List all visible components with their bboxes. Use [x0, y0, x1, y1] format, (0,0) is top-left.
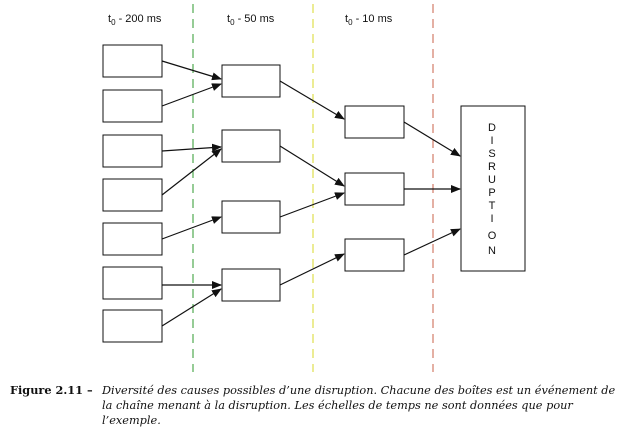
arrow-c3-3-to-disruption — [403, 228, 461, 256]
disruption-letter: T — [489, 200, 496, 212]
event-box-c1-5 — [102, 222, 163, 256]
event-box-c1-6 — [102, 266, 163, 300]
event-box-c2-2 — [221, 129, 281, 163]
arrow-c2-3-to-c3-2 — [279, 192, 345, 218]
arrow-c1-7-to-c2-4 — [161, 288, 222, 327]
time-label-200ms: t0 - 200 ms — [108, 13, 162, 27]
figure-caption: Figure 2.11 – Diversité des causes possi… — [10, 383, 622, 428]
disruption-letter: I — [490, 135, 493, 147]
time-label-50ms: t0 - 50 ms — [227, 13, 275, 27]
disruption-letter: N — [488, 245, 496, 257]
arrow-c2-1-to-c3-1 — [279, 80, 345, 120]
arrow-c2-4-to-c3-3 — [279, 253, 345, 286]
event-box-c1-2 — [102, 89, 163, 123]
disruption-letter: S — [488, 148, 495, 160]
event-box-c1-4 — [102, 178, 163, 212]
disruption-label: D I S R U P T I O N — [488, 122, 497, 257]
arrow-c1-3-to-c2-2 — [161, 143, 222, 152]
disruption-letter: O — [488, 230, 497, 242]
event-box-c1-3 — [102, 134, 163, 168]
arrow-c2-2-to-c3-2 — [279, 145, 345, 187]
event-box-c3-3 — [344, 238, 405, 272]
figure-caption-text: Diversité des causes possibles d’une dis… — [102, 384, 616, 427]
disruption-box — [460, 105, 526, 272]
figure-number: Figure 2.11 — [10, 383, 84, 397]
figure-label: Figure 2.11 – — [10, 383, 93, 398]
event-box-c1-7 — [102, 309, 163, 343]
figure-dash: – — [83, 383, 93, 397]
event-box-c3-2 — [344, 172, 405, 206]
disruption-letter: I — [490, 213, 493, 225]
event-box-c2-1 — [221, 64, 281, 98]
event-box-c3-1 — [344, 105, 405, 139]
disruption-letter: D — [488, 122, 496, 134]
arrow-c1-4-to-c2-2 — [161, 148, 222, 196]
time-label-10ms: t0 - 10 ms — [345, 13, 393, 27]
disruption-letter: P — [488, 187, 495, 199]
disruption-letter: R — [488, 161, 496, 173]
event-box-c1-1 — [102, 44, 163, 78]
arrow-c3-1-to-disruption — [403, 121, 461, 157]
disruption-letter: U — [488, 174, 496, 186]
arrow-c1-2-to-c2-1 — [161, 83, 222, 107]
arrow-c1-5-to-c2-3 — [161, 216, 222, 240]
arrow-c1-1-to-c2-1 — [161, 60, 222, 81]
event-box-c2-4 — [221, 268, 281, 302]
event-box-c2-3 — [221, 200, 281, 234]
